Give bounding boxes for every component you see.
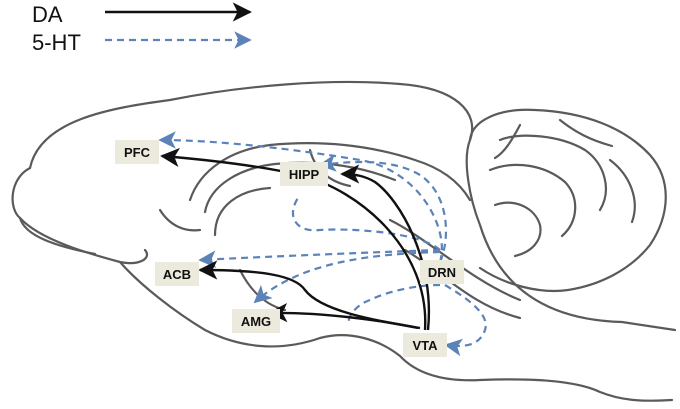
region-drn-box — [420, 260, 464, 284]
region-acb-label: ACB — [163, 267, 191, 282]
ht-path-drn-to-vta — [444, 284, 487, 357]
ht-path-drn-loop — [291, 194, 441, 251]
legend-ht-label: 5-HT — [32, 30, 81, 55]
da-path-vta-to-amg — [268, 303, 419, 330]
region-amg-label: AMG — [241, 314, 271, 329]
ht-path-drn-to-acb — [198, 248, 441, 268]
ht-path-drn-to-hipp — [318, 154, 448, 263]
region-acb-box — [155, 262, 199, 286]
region-drn-label: DRN — [428, 265, 456, 280]
region-vta-box — [403, 333, 447, 357]
ht-path-drn-to-pfc — [158, 131, 443, 263]
region-hipp: HIPP — [280, 162, 328, 186]
ht-path-drn-to-amg — [253, 250, 441, 304]
region-vta: VTA — [403, 333, 447, 357]
brain-outline — [11, 80, 677, 402]
region-hipp-label: HIPP — [289, 167, 320, 182]
region-amg-box — [232, 309, 280, 333]
region-acb: ACB — [155, 262, 199, 286]
region-pfc: PFC — [115, 140, 159, 164]
legend-da-label: DA — [32, 2, 63, 27]
legend: DA 5-HT — [32, 2, 252, 55]
region-pfc-box — [115, 140, 159, 164]
region-hipp-box — [280, 162, 328, 186]
region-amg: AMG — [232, 309, 280, 333]
region-vta-label: VTA — [412, 338, 438, 353]
region-pfc-label: PFC — [124, 145, 151, 160]
region-labels: PFC HIPP ACB DRN AMG VTA — [115, 140, 464, 357]
region-drn: DRN — [420, 260, 464, 284]
